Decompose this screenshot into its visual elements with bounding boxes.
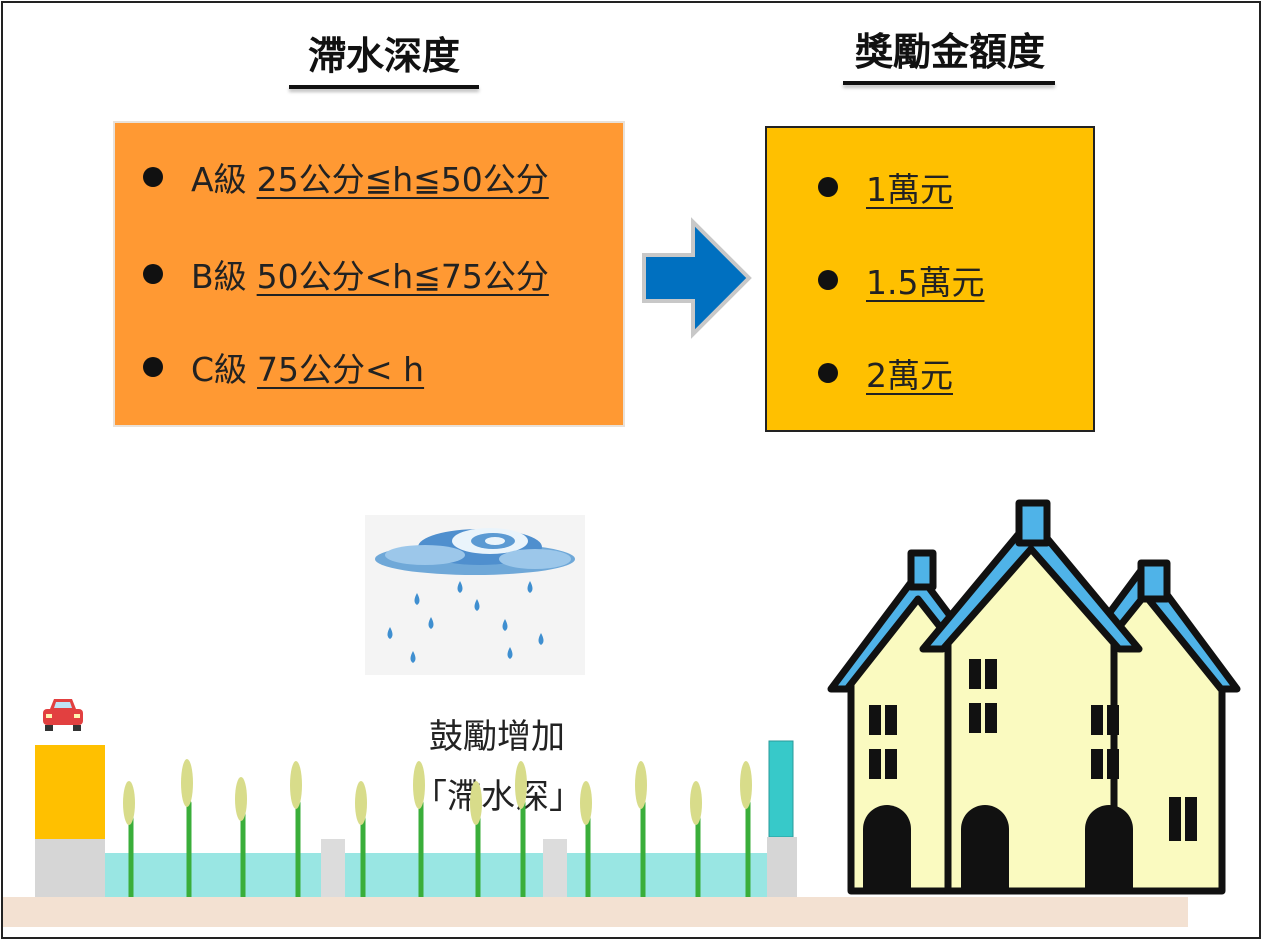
depth-row-a: A級 25公分≦h≦50公分 (143, 153, 549, 201)
depth-grade: A級 (191, 160, 247, 199)
reward-amount: 1萬元 (866, 170, 953, 209)
reward-amount: 1.5萬元 (866, 263, 985, 302)
reward-amount: 2萬元 (866, 356, 953, 395)
rain-cloud-icon (365, 515, 585, 675)
depth-grade: B級 (191, 257, 247, 296)
car-icon (37, 691, 89, 737)
depth-range: 75公分< h (257, 350, 425, 389)
depth-row-b: B級 50公分<h≦75公分 (143, 250, 549, 298)
bullet (143, 357, 163, 377)
reward-heading-underline (843, 81, 1055, 85)
bullet (818, 363, 838, 383)
bullet (143, 167, 163, 187)
reward-row-2: 1.5萬元 (818, 256, 984, 304)
ground-strip (3, 897, 1188, 927)
houses-icon (827, 499, 1241, 895)
bullet (143, 264, 163, 284)
bullet (818, 177, 838, 197)
caption-water-depth: 「滯水深」 (413, 777, 583, 817)
depth-heading-underline (289, 85, 479, 89)
reward-heading: 獎勵金額度 (854, 30, 1045, 74)
depth-range: 50公分<h≦75公分 (256, 257, 549, 296)
reward-row-1: 1萬元 (818, 163, 953, 211)
depth-row-c: C級 75公分< h (143, 343, 424, 391)
depth-heading: 滯水深度 (307, 34, 460, 78)
depth-grade: C級 (191, 350, 248, 389)
reward-row-3: 2萬元 (818, 349, 953, 397)
bullet (818, 270, 838, 290)
depth-levels-box (113, 121, 625, 427)
right-arrow-icon (642, 217, 752, 339)
depth-range: 25公分≦h≦50公分 (256, 160, 549, 199)
caption-encourage: 鼓勵增加 (429, 717, 565, 757)
